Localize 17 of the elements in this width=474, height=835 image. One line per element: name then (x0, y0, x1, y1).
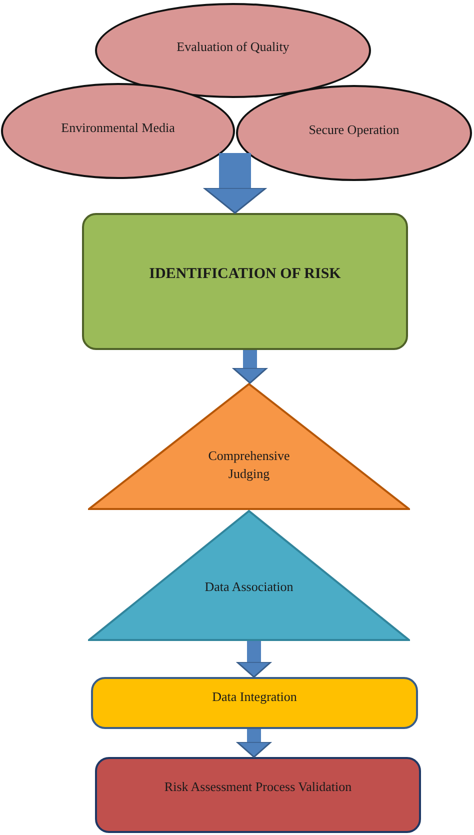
node-label: Comprehensive Judging (207, 447, 291, 484)
node-label: Data Association (204, 578, 294, 596)
process-box (82, 213, 408, 350)
block-arrow (236, 641, 272, 678)
node-label: Environmental Media (61, 118, 175, 137)
block-arrow (203, 153, 267, 214)
block-arrow (232, 350, 268, 384)
node-label: Secure Operation (308, 120, 400, 139)
node-label: Data Integration (212, 688, 297, 706)
triangle-node (88, 383, 410, 510)
node-label: Evaluation of Quality (176, 38, 290, 56)
process-box (95, 757, 421, 833)
block-arrow (236, 729, 272, 758)
node-label: IDENTIFICATION OF RISK (149, 265, 341, 284)
node-label: Risk Assessment Process Validation (164, 778, 352, 796)
triangle-node (88, 510, 410, 641)
process-box (91, 677, 418, 729)
